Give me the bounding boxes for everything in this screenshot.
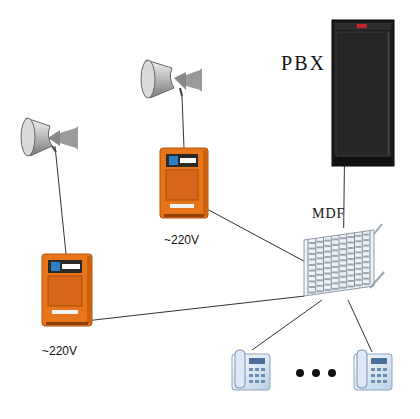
phone-wire <box>348 300 372 352</box>
pbx-cabinet: PBX <box>332 20 394 166</box>
phone-box: ~220V <box>42 254 92 326</box>
horn-speaker <box>21 118 78 254</box>
ellipsis-dots <box>296 369 336 377</box>
box-outline <box>42 254 92 326</box>
node-label: ~220V <box>42 344 92 358</box>
connector-wire <box>208 210 304 262</box>
box-outline <box>160 148 208 218</box>
connector-wire <box>92 296 304 320</box>
phone-box: ~220V <box>160 148 208 218</box>
pbx-outline <box>332 20 394 166</box>
distribution-frame: MDF <box>300 228 384 302</box>
node-label: PBX <box>260 52 326 75</box>
desk-phone <box>232 350 270 390</box>
node-label: ~220V <box>164 233 214 247</box>
mdf-outline <box>300 228 384 302</box>
desk-phone <box>354 350 392 390</box>
node-label: MDF <box>312 206 352 222</box>
phone-wire <box>252 300 322 350</box>
horn-speaker <box>141 60 202 148</box>
